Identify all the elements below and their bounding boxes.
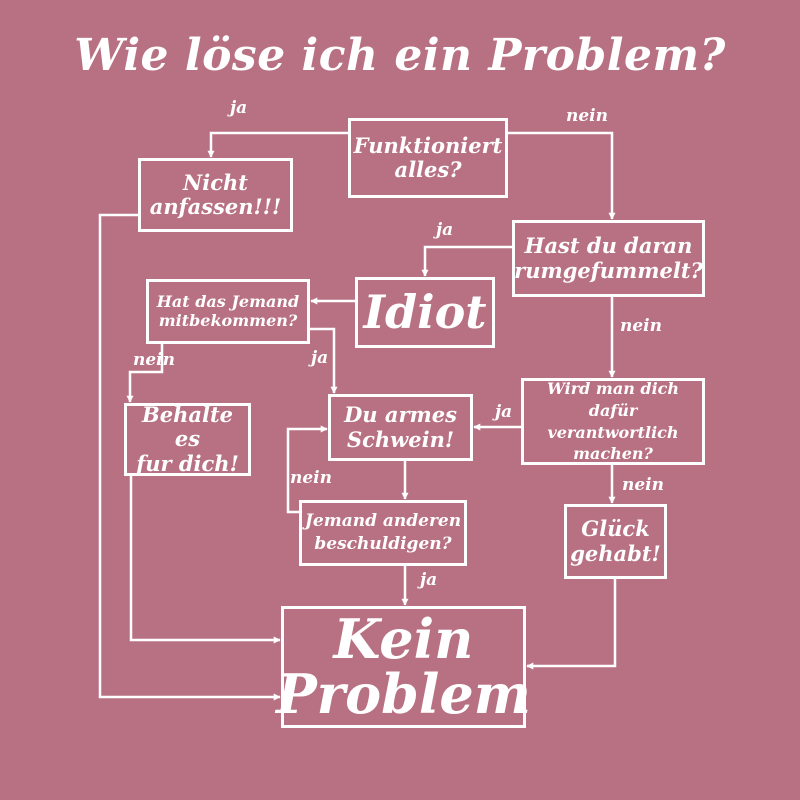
edge-nicht-kein (98, 213, 281, 701)
edge-label-wird-nein: nein (622, 475, 664, 495)
edge-behalte-kein (129, 476, 281, 644)
edge-label-funktioniert-ja: ja (230, 98, 248, 118)
page-title: Wie löse ich ein Problem? (74, 30, 726, 81)
edge-funktioniert-ja (207, 131, 348, 158)
edge-label-wird-ja: ja (495, 402, 513, 422)
edge-funktioniert-nein (508, 131, 616, 220)
edge-hast-ja (421, 245, 512, 277)
node-idiot: Idiot (355, 277, 495, 348)
edge-label-hat-ja: ja (311, 348, 329, 368)
edge-hat-nein (126, 344, 164, 403)
edge-label-jemand-ja: ja (420, 570, 438, 590)
edge-label-hast-ja: ja (436, 220, 454, 240)
edge-hat-ja (310, 327, 338, 394)
edge-glueck-kein (526, 579, 617, 670)
edge-jemand-nein (286, 425, 328, 514)
edge-label-funktioniert-nein: nein (566, 106, 608, 126)
edge-label-hast-nein: nein (620, 316, 662, 336)
edge-label-hat-nein: nein (133, 350, 175, 370)
edge-label-jemand-nein: nein (290, 468, 332, 488)
